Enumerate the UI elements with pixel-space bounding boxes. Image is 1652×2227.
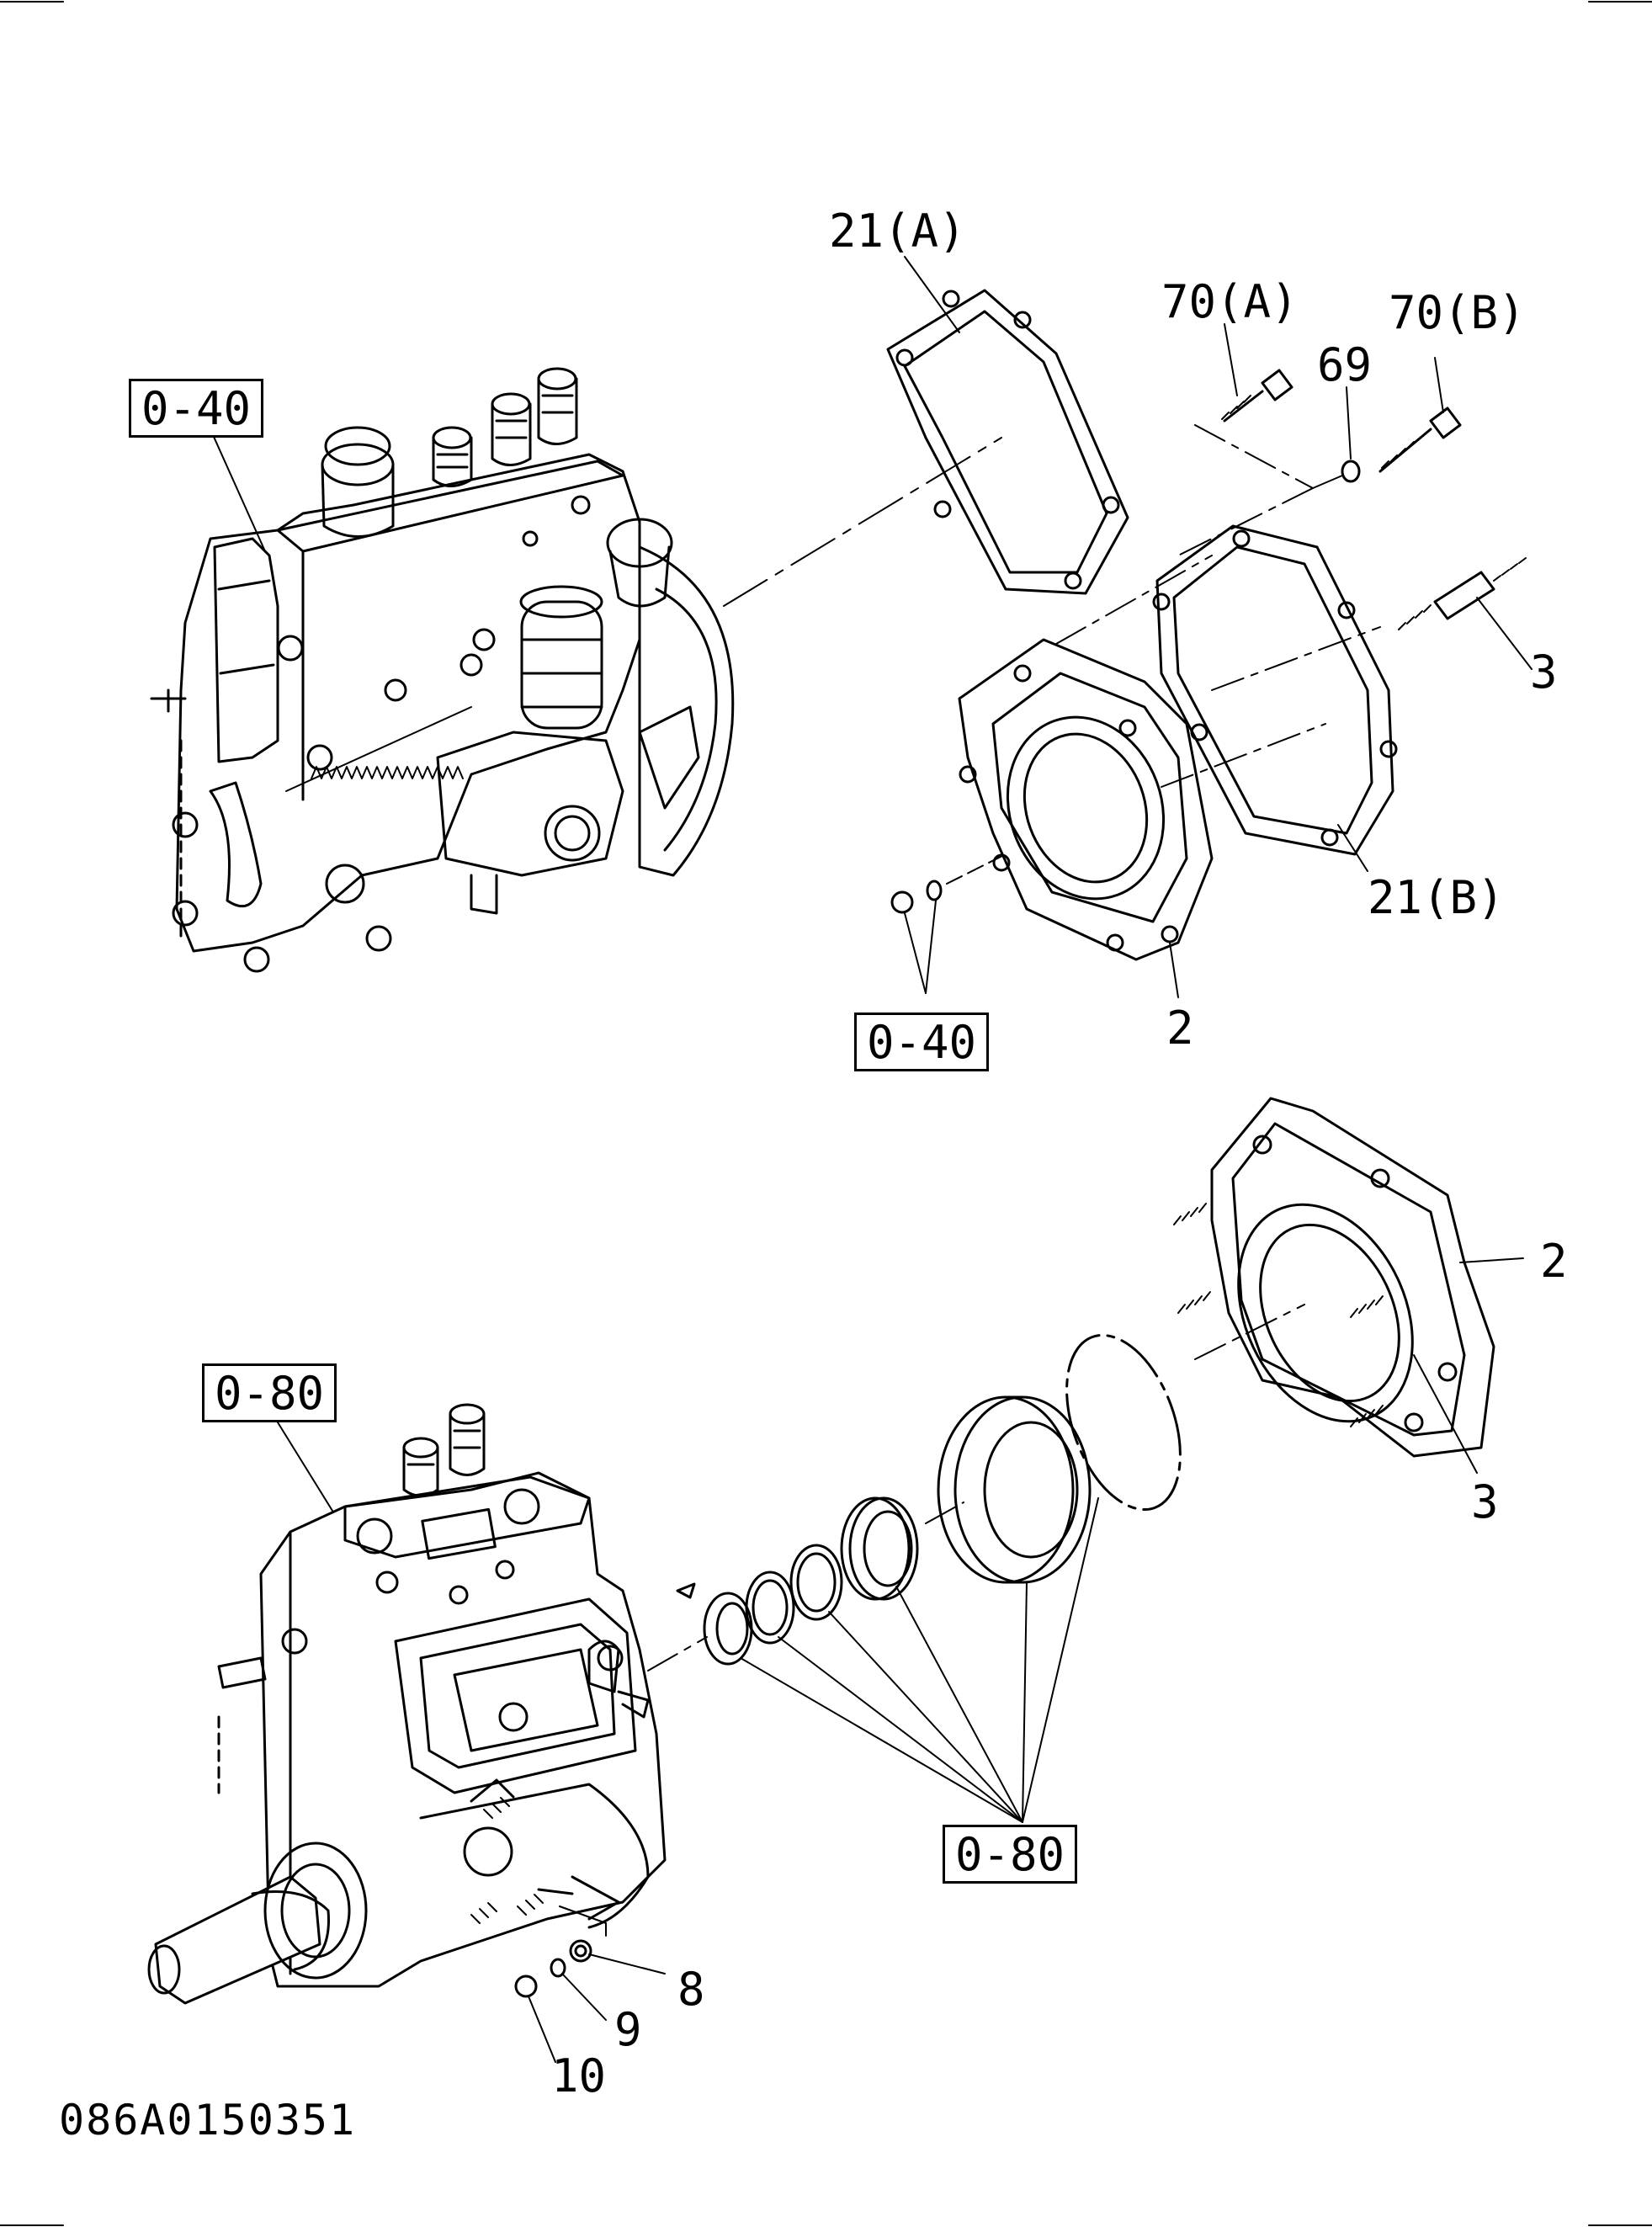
callout-nut-10: 10 [551, 2049, 607, 2102]
bearing-parts [676, 1333, 1182, 1666]
ref-box-upper-main[interactable]: 0-40 [129, 379, 264, 438]
adapter-2-lower [1210, 1097, 1495, 1458]
studs-lower [1173, 1203, 1384, 1427]
callout-washer-8: 8 [677, 1963, 705, 2016]
callout-stud-3-lower: 3 [1471, 1475, 1499, 1528]
ref-box-lower-bearing-parts[interactable]: 0-80 [943, 1825, 1078, 1884]
callout-washer-9: 9 [614, 2003, 642, 2056]
small-parts-lower [514, 1939, 592, 1998]
callout-stud-3-upper: 3 [1530, 646, 1558, 699]
stud-3-upper [1398, 557, 1527, 630]
callout-bolt-70b: 70(B) [1389, 286, 1526, 339]
bolt-70a [1221, 369, 1293, 423]
callout-gasket-21a: 21(A) [829, 205, 966, 258]
adapter-2-upper [958, 638, 1214, 961]
callout-bolt-70a: 70(A) [1161, 275, 1299, 328]
gasket-21a [886, 289, 1129, 595]
document-id: 086A0150351 [59, 2096, 357, 2145]
washer-69 [1341, 460, 1361, 483]
nut-washer-upper [890, 880, 943, 914]
callout-adapter-2-lower: 2 [1540, 1235, 1568, 1288]
callout-washer-69: 69 [1317, 338, 1373, 391]
bolt-70b [1378, 407, 1462, 473]
upper-injection-pump [150, 367, 735, 973]
gasket-21b [1152, 524, 1398, 856]
callout-adapter-2-upper: 2 [1166, 1002, 1194, 1055]
callout-gasket-21b: 21(B) [1368, 871, 1505, 924]
ref-box-upper-small-parts[interactable]: 0-40 [854, 1013, 990, 1071]
upper-leaders [210, 256, 1532, 998]
lower-injection-pump [147, 1403, 667, 2005]
ref-box-lower-main[interactable]: 0-80 [202, 1363, 337, 1422]
lower-leaders [277, 1257, 1524, 2063]
delivery-valves [432, 367, 578, 487]
